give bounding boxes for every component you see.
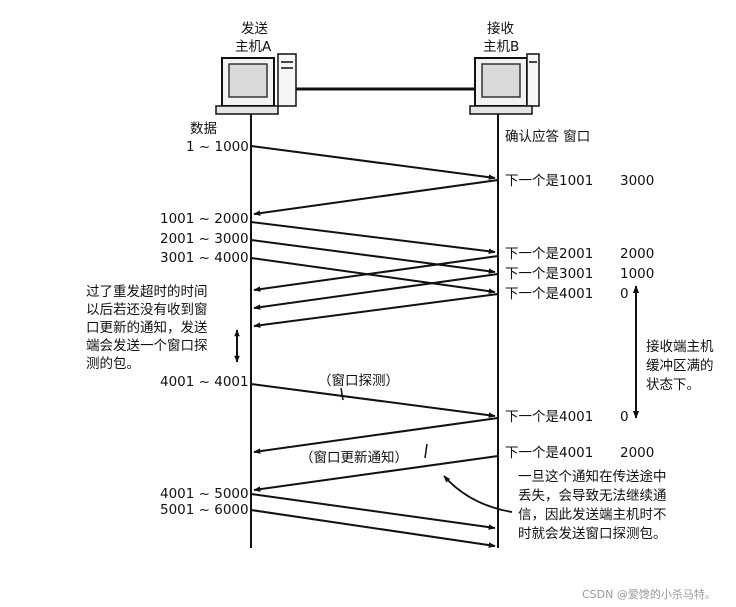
ack-window: 2000 (620, 246, 655, 262)
window-probe-arrow (250, 383, 496, 418)
buffer-full-note-line: 接收端主机 (646, 339, 714, 355)
receiver-computer-icon (469, 53, 540, 115)
sender-label-line2: 主机A (235, 39, 272, 55)
data-arrow-2001-3000 (250, 239, 496, 274)
data-arrow-5001-6000 (250, 509, 496, 548)
ack-arrows (253, 179, 499, 492)
data-range-label: 1 ~ 1000 (186, 139, 249, 155)
timeout-note-line: 以后若还没有收到窗 (86, 302, 208, 318)
timeout-note-line: 过了重发超时的时间 (86, 284, 208, 300)
ack-window: 3000 (620, 173, 655, 189)
lost-notification-pointer (443, 475, 513, 513)
data-range-label: 5001 ~ 6000 (160, 502, 249, 518)
ack-window: 1000 (620, 266, 655, 282)
lost-note-line: 时就会发送窗口探测包。 (518, 526, 667, 542)
data-arrow-4001-5000 (250, 493, 496, 530)
data-column-header: 数据 (190, 121, 217, 137)
window-update-arrow (253, 455, 499, 492)
lost-note-line: 丢失，会导致无法继续通 (518, 488, 667, 504)
ack-text: 下一个是2001 (505, 246, 594, 262)
lost-note-line: 信，因此发送端主机时不 (518, 507, 667, 523)
data-range-label: 3001 ~ 4000 (160, 250, 249, 266)
ack-arrow-4001-window-0 (253, 293, 499, 328)
timeout-note-line: 口更新的通知，发送 (86, 320, 208, 336)
data-range-label: 1001 ~ 2000 (160, 211, 249, 227)
window-probe-label: （窗口探测） (318, 373, 399, 389)
lost-note-line: 一旦这个通知在传送途中 (518, 469, 667, 485)
data-arrow-1001-2000 (250, 221, 496, 255)
ack-text: 下一个是4001 (505, 445, 594, 461)
data-arrows (250, 145, 496, 548)
ack-arrow-1001 (253, 179, 499, 216)
timeout-note-line: 端会发送一个窗口探 (86, 338, 208, 354)
ack-text: 下一个是4001 (505, 286, 594, 302)
ack-arrow-2001 (253, 255, 499, 292)
ack-arrow-4001-probe-reply (253, 417, 499, 454)
ack-window-column-header: 确认应答 窗口 (505, 129, 591, 145)
window-update-label: （窗口更新通知） (300, 450, 408, 466)
data-arrow-3001-4000 (250, 257, 496, 294)
probe-label-tick (340, 387, 344, 401)
ack-text: 下一个是4001 (505, 409, 594, 425)
watermark: CSDN @爱馋的小杀马特。 (582, 588, 716, 601)
ack-window: 0 (620, 286, 629, 302)
sender-label-line1: 发送 (241, 21, 268, 37)
update-label-tick (424, 443, 428, 459)
data-arrow-1-1000 (250, 145, 496, 180)
ack-window: 0 (620, 409, 629, 425)
ack-text: 下一个是1001 (505, 173, 594, 189)
receiver-label-line2: 主机B (483, 39, 520, 55)
receiver-label-line1: 接收 (487, 21, 514, 37)
data-range-label: 4001 ~ 5000 (160, 486, 249, 502)
timeout-note-line: 测的包。 (86, 356, 140, 372)
ack-arrow-3001 (253, 273, 499, 310)
data-range-label: 4001 ~ 4001 (160, 374, 249, 390)
ack-window: 2000 (620, 445, 655, 461)
buffer-full-note-line: 状态下。 (646, 377, 700, 393)
ack-text: 下一个是3001 (505, 266, 594, 282)
sender-computer-icon (215, 53, 297, 115)
buffer-full-note-line: 缓冲区满的 (646, 358, 714, 374)
data-range-label: 2001 ~ 3000 (160, 231, 249, 247)
